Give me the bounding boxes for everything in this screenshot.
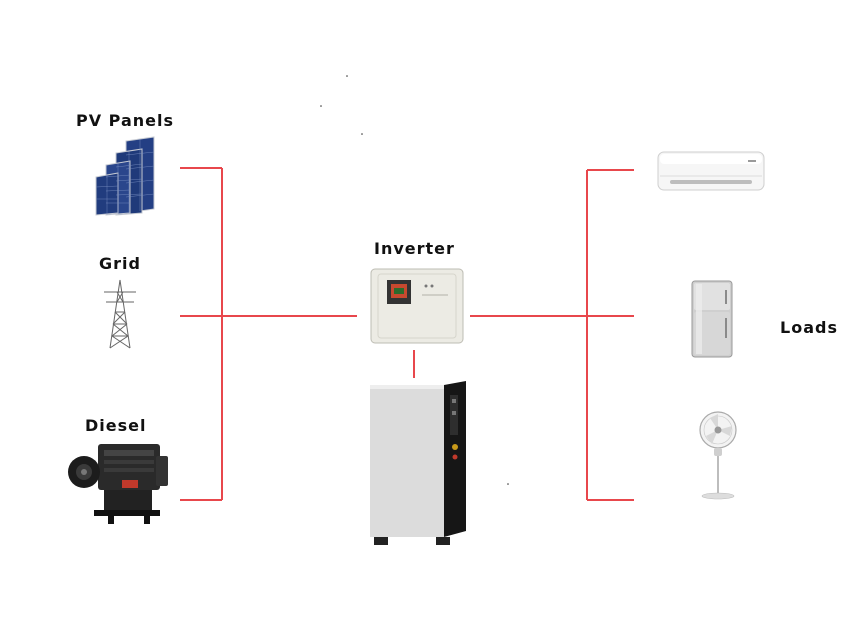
inverter-label: Inverter — [374, 239, 455, 258]
transmission-tower-icon — [104, 279, 136, 349]
air-conditioner-icon — [657, 151, 765, 191]
diesel-label: Diesel — [85, 416, 147, 435]
pv-panels-label: PV Panels — [76, 111, 175, 130]
battery-icon — [370, 381, 466, 545]
loads-label: Loads — [780, 318, 838, 337]
refrigerator-icon — [691, 280, 733, 358]
electric-fan-icon — [699, 411, 737, 500]
inverter-icon — [370, 268, 464, 344]
grid-label: Grid — [99, 254, 141, 273]
solar-panel-icon — [95, 136, 155, 216]
diesel-generator-icon — [68, 444, 168, 524]
